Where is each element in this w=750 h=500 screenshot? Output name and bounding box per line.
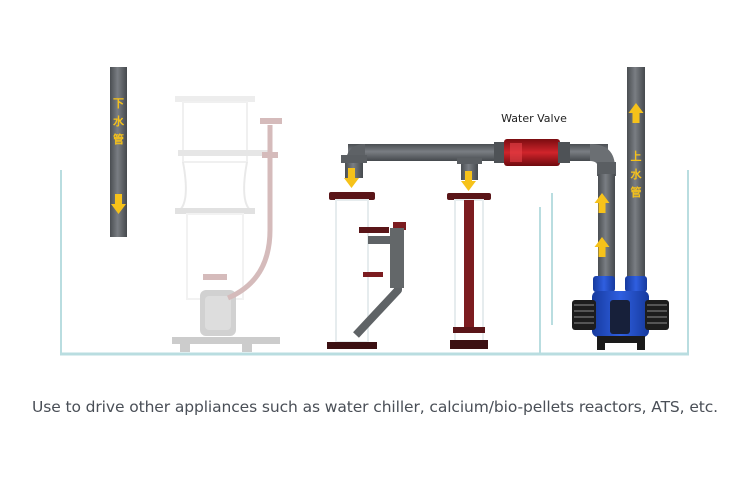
up-arrow-icon	[594, 193, 610, 213]
caption-text: Use to drive other appliances such as wa…	[32, 398, 718, 416]
return-pipe-label-3: 管	[631, 185, 642, 199]
drain-pipe-label-2: 水	[113, 114, 125, 128]
down-arrow-icon	[344, 168, 359, 188]
sump-tank	[60, 170, 689, 356]
return-pipe: 上 水 管	[594, 67, 645, 282]
return-pipe-label-2: 水	[631, 167, 643, 181]
return-pipe-label-1: 上	[631, 149, 642, 163]
drain-pipe-label-3: 管	[113, 132, 124, 146]
return-pump	[572, 276, 669, 350]
up-arrow-icon	[594, 237, 610, 257]
water-valve[interactable]: Water Valve	[494, 112, 570, 166]
drain-pipe: 下 水 管	[110, 67, 127, 237]
reactor-left	[327, 168, 406, 349]
protein-skimmer	[172, 96, 282, 352]
reactor-right	[447, 171, 491, 349]
drain-pipe-label-1: 下	[113, 97, 124, 110]
down-arrow-icon	[461, 171, 476, 191]
supply-pipe	[341, 144, 616, 281]
up-arrow-icon	[628, 103, 644, 123]
down-arrow-icon	[111, 194, 126, 214]
valve-label: Water Valve	[501, 112, 567, 125]
